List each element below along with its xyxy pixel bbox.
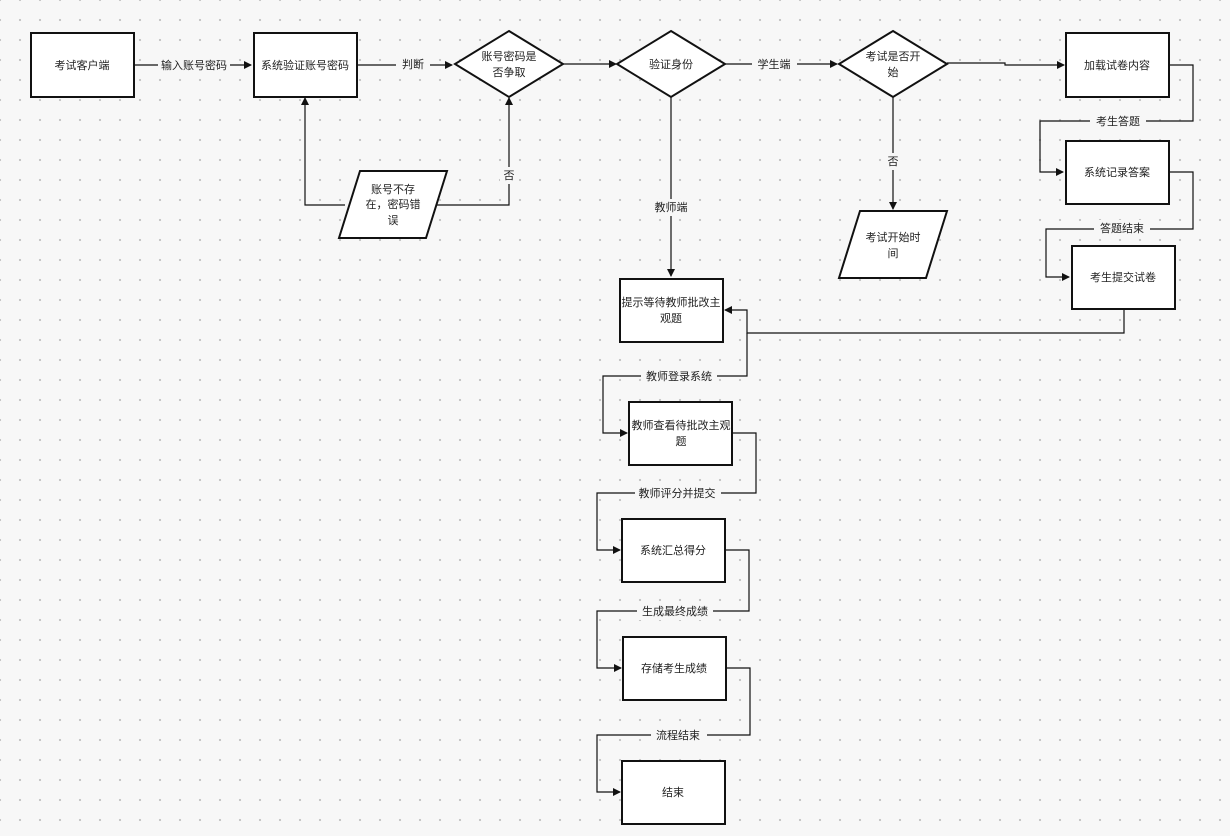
node-submit-paper[interactable]: 考生提交试卷 xyxy=(1071,245,1176,310)
label-student-answer: 考生答题 xyxy=(1096,114,1140,128)
node-record-answers[interactable]: 系统记录答案 xyxy=(1065,140,1170,205)
node-record-answers-label: 系统记录答案 xyxy=(1084,165,1150,179)
node-account-valid-decision[interactable]: 账号密码是 否争取 xyxy=(453,29,565,99)
label-answer-end: 答题结束 xyxy=(1100,221,1144,235)
node-client-label: 考试客户端 xyxy=(55,58,110,72)
label-teacher-grade-submit: 教师评分并提交 xyxy=(639,486,716,500)
node-store-score[interactable]: 存储考生成绩 xyxy=(622,636,727,701)
node-exam-started-line2: 始 xyxy=(888,65,899,79)
label-teacher-side: 教师端 xyxy=(655,201,688,214)
node-teacher-view-line1: 教师查看待批改主观 xyxy=(632,418,731,432)
edge-wait-to-teacher-view xyxy=(602,333,748,437)
label-student-side: 学生端 xyxy=(758,57,791,71)
node-end-label: 结束 xyxy=(662,786,684,799)
node-teacher-view[interactable]: 教师查看待批改主观 题 xyxy=(628,401,733,466)
edge-labels: 输入账号密码 判断 否 学生端 否 教师端 考生答题 答题结束 教师登录系统 教… xyxy=(158,56,1150,744)
node-store-score-label: 存储考生成绩 xyxy=(641,661,707,675)
label-teacher-login: 教师登录系统 xyxy=(646,369,712,383)
edge-submit-to-wait xyxy=(724,306,1125,334)
label-no-account: 否 xyxy=(504,169,515,182)
node-load-paper[interactable]: 加载试卷内容 xyxy=(1065,32,1170,98)
node-account-error-line1: 账号不存 xyxy=(371,182,415,196)
label-no-exam: 否 xyxy=(888,155,899,168)
label-judge: 判断 xyxy=(402,57,424,71)
edge-error-to-decision xyxy=(437,97,513,206)
node-total-score[interactable]: 系统汇总得分 xyxy=(621,518,726,583)
node-exam-started-line1: 考试是否开 xyxy=(866,50,921,63)
node-client[interactable]: 考试客户端 xyxy=(30,32,135,98)
node-submit-paper-label: 考生提交试卷 xyxy=(1090,270,1156,284)
edge-error-to-verify xyxy=(301,97,345,206)
node-teacher-view-line2: 题 xyxy=(676,435,687,448)
node-account-error-line3: 误 xyxy=(388,214,399,227)
node-exam-started-decision[interactable]: 考试是否开 始 xyxy=(837,29,949,99)
edge-exam-started-to-load xyxy=(947,61,1065,69)
node-wait-grading[interactable]: 提示等待教师批改主 观题 xyxy=(619,278,724,343)
node-exam-start-time-line2: 间 xyxy=(888,247,899,260)
node-verify-identity-label: 验证身份 xyxy=(649,57,693,71)
node-account-error-line2: 在，密码错 xyxy=(366,197,421,211)
label-input-credentials: 输入账号密码 xyxy=(161,58,227,72)
node-verify-account-label: 系统验证账号密码 xyxy=(261,58,349,72)
node-end[interactable]: 结束 xyxy=(621,760,726,825)
node-account-error[interactable]: 账号不存 在，密码错 误 xyxy=(337,170,449,239)
node-total-score-label: 系统汇总得分 xyxy=(640,543,706,557)
node-exam-start-time-line1: 考试开始时 xyxy=(866,230,921,244)
node-wait-grading-line1: 提示等待教师批改主 xyxy=(622,295,721,309)
label-process-end: 流程结束 xyxy=(656,728,700,742)
label-generate-final: 生成最终成绩 xyxy=(642,604,708,618)
node-load-paper-label: 加载试卷内容 xyxy=(1084,58,1150,72)
node-account-valid-line1: 账号密码是 xyxy=(482,49,537,63)
node-wait-grading-line2: 观题 xyxy=(660,312,682,325)
node-exam-start-time[interactable]: 考试开始时 间 xyxy=(837,210,949,279)
node-verify-identity-decision[interactable]: 验证身份 xyxy=(615,29,727,99)
node-verify-account[interactable]: 系统验证账号密码 xyxy=(253,32,358,98)
nodes: 考试客户端 系统验证账号密码 账号密码是 否争取 账号不存 在，密码错 误 验证… xyxy=(30,29,1176,825)
node-account-valid-line2: 否争取 xyxy=(493,65,526,79)
